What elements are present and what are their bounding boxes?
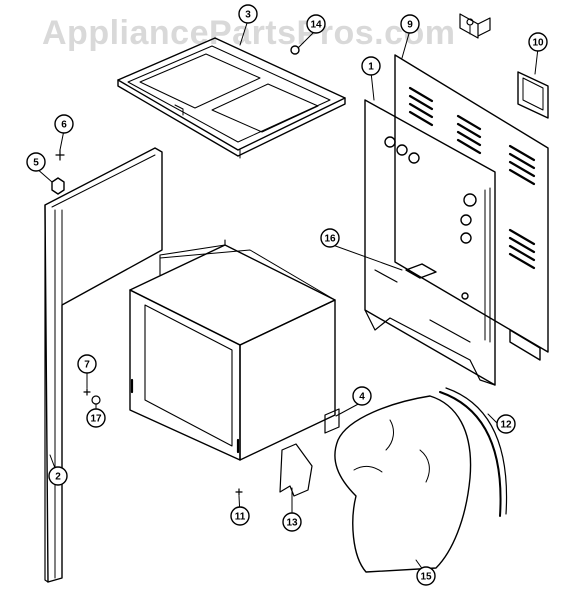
callout-number: 3 bbox=[245, 10, 251, 21]
callout-circle bbox=[352, 386, 372, 406]
callout-2: 2 bbox=[48, 466, 68, 486]
callout-circle bbox=[320, 228, 340, 248]
callout-circle bbox=[48, 466, 68, 486]
callout-number: 17 bbox=[90, 414, 102, 425]
part-insulation bbox=[334, 395, 472, 573]
part-top-shield bbox=[117, 37, 346, 159]
callout-13: 13 bbox=[282, 512, 302, 532]
part-hinge bbox=[279, 408, 340, 497]
callout-circle bbox=[400, 14, 420, 34]
callout-circle bbox=[230, 506, 250, 526]
callout-number: 16 bbox=[324, 234, 336, 245]
callout-circle bbox=[86, 408, 106, 428]
callout-14: 14 bbox=[306, 14, 326, 34]
callout-circle bbox=[26, 152, 46, 172]
part-oven-cavity bbox=[129, 239, 336, 461]
callout-circle bbox=[282, 512, 302, 532]
callout-4: 4 bbox=[352, 386, 372, 406]
callout-number: 14 bbox=[310, 20, 322, 31]
callout-7: 7 bbox=[77, 354, 97, 374]
part-clip bbox=[459, 13, 491, 39]
part-bumper bbox=[51, 149, 65, 195]
callout-5: 5 bbox=[26, 152, 46, 172]
callout-15: 15 bbox=[416, 566, 436, 586]
callout-circle bbox=[77, 354, 97, 374]
callout-number: 7 bbox=[84, 360, 90, 371]
callout-number: 13 bbox=[286, 518, 298, 529]
callout-number: 10 bbox=[532, 38, 544, 49]
callout-6: 6 bbox=[54, 114, 74, 134]
callout-number: 9 bbox=[407, 20, 413, 31]
callout-number: 11 bbox=[235, 512, 246, 523]
callout-circle bbox=[306, 14, 326, 34]
part-seal-strip bbox=[439, 387, 508, 517]
callout-number: 5 bbox=[33, 158, 39, 169]
callout-3: 3 bbox=[238, 4, 258, 24]
part-door-frame bbox=[44, 147, 163, 583]
callout-17: 17 bbox=[86, 408, 106, 428]
callout-16: 16 bbox=[320, 228, 340, 248]
callout-12: 12 bbox=[496, 414, 516, 434]
callout-circle bbox=[416, 566, 436, 586]
callout-number: 6 bbox=[61, 120, 67, 131]
callout-circle bbox=[361, 56, 381, 76]
part-rear-panel bbox=[364, 54, 549, 386]
callout-number: 1 bbox=[368, 62, 374, 73]
callout-11: 11 bbox=[230, 506, 250, 526]
callout-circle bbox=[238, 4, 258, 24]
callout-circle bbox=[54, 114, 74, 134]
callout-number: 2 bbox=[55, 472, 61, 483]
callout-9: 9 bbox=[400, 14, 420, 34]
callout-number: 4 bbox=[359, 392, 365, 403]
callout-10: 10 bbox=[528, 32, 548, 52]
callout-number: 12 bbox=[500, 420, 512, 431]
callout-circle bbox=[496, 414, 516, 434]
callout-1: 1 bbox=[361, 56, 381, 76]
part-screws bbox=[83, 388, 243, 496]
callout-number: 15 bbox=[420, 572, 432, 583]
callout-circle bbox=[528, 32, 548, 52]
